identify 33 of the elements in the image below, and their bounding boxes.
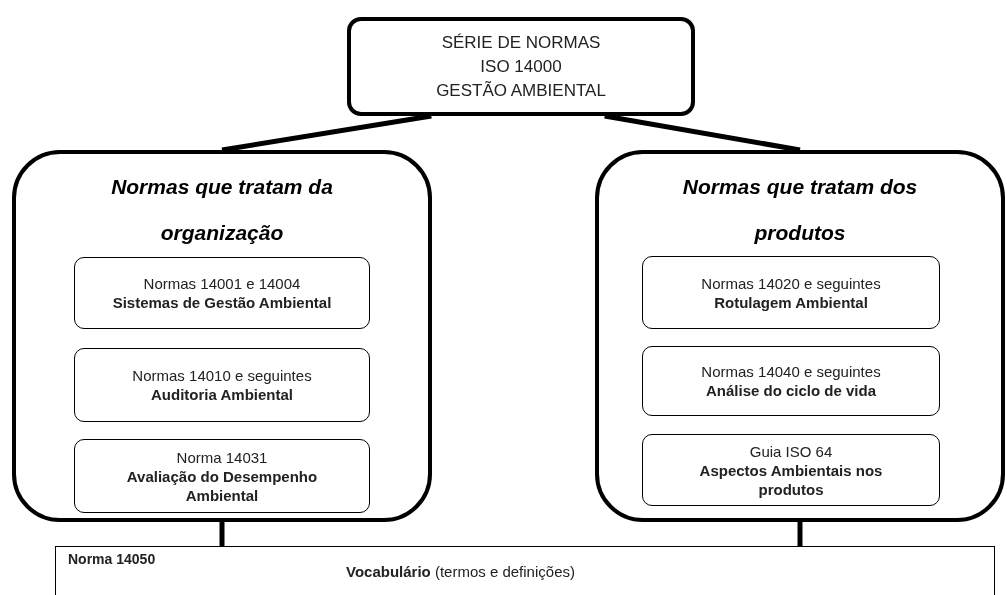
- standard-number: Normas 14010 e seguintes: [132, 366, 312, 385]
- group-heading: Normas que tratam dos produtos: [681, 174, 919, 246]
- title-box: [347, 17, 695, 116]
- connector-line: [797, 522, 803, 546]
- vocabulary-text: Vocabulário (termos e definições): [346, 562, 575, 582]
- standard-title: Avaliação do Desempenho Ambiental: [125, 466, 319, 505]
- title-line: SÉRIE DE NORMAS: [441, 31, 601, 54]
- title-line: ISO 14000: [480, 55, 562, 78]
- standard-box: [74, 348, 370, 422]
- standard-box: [74, 439, 370, 513]
- standard-box: [642, 434, 940, 506]
- group-panel: [595, 150, 1005, 522]
- standard-number: Norma 14031: [176, 447, 268, 467]
- connector-line: [221, 113, 432, 153]
- standard-title: Rotulagem Ambiental: [713, 292, 869, 312]
- vocabulary-box: [55, 546, 995, 595]
- connector-line: [219, 522, 225, 546]
- title-line: GESTÃO AMBIENTAL: [436, 79, 606, 102]
- standard-number: Normas 14001 e 14004: [143, 274, 301, 293]
- standard-title: Aspectos Ambientais nos produtos: [698, 460, 884, 499]
- group-panel: [12, 150, 432, 522]
- standard-title: Análise do ciclo de vida: [704, 381, 878, 400]
- standard-box: [642, 256, 940, 329]
- standard-number: Guia ISO 64: [749, 441, 833, 461]
- standard-box: [74, 257, 370, 329]
- connector-line: [604, 113, 801, 153]
- group-heading: Normas que tratam da organização: [110, 174, 334, 246]
- standard-box: [642, 346, 940, 416]
- standard-number: Norma 14050: [68, 550, 156, 569]
- standard-number: Normas 14020 e seguintes: [701, 273, 881, 293]
- standard-title: Sistemas de Gestão Ambiental: [111, 293, 333, 312]
- standard-title: Auditoria Ambiental: [150, 385, 294, 404]
- standard-number: Normas 14040 e seguintes: [701, 362, 881, 381]
